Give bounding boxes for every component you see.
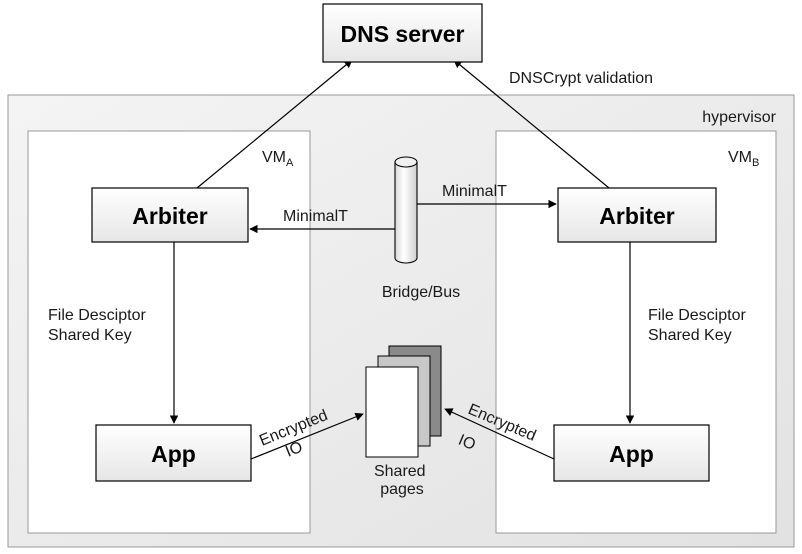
hypervisor-label: hypervisor [702, 109, 776, 126]
arbiter-b-box [557, 187, 717, 243]
arrow-app-b-to-shared-pages [444, 408, 555, 460]
dns-server-box [322, 3, 483, 63]
app-b-label: App [609, 441, 654, 467]
dns-server-label: DNS server [340, 21, 464, 47]
fd-key-a-label: File Desciptor Shared Key [48, 307, 150, 344]
arbiter-a-label: Arbiter [132, 203, 207, 229]
bridge-bus-cylinder [394, 156, 418, 264]
vm-a-label: VMA [262, 149, 294, 169]
shared-pages-label: Shared pages [374, 463, 430, 498]
bridge-bus-label: Bridge/Bus [382, 284, 460, 301]
arrow-arbiter-a-to-dns [196, 59, 353, 189]
arbiter-a-box [91, 187, 249, 243]
arbiter-b-label: Arbiter [599, 203, 674, 229]
vm-b-label: VMB [728, 149, 759, 169]
minimalt-a-label: MinimalT [283, 208, 348, 225]
minimalt-b-label: MinimalT [442, 183, 507, 200]
fd-key-b-label: File Desciptor Shared Key [648, 307, 750, 344]
dnscrypt-label: DNSCrypt validation [509, 70, 653, 87]
app-a-label: App [151, 441, 196, 467]
app-b-box [553, 424, 710, 482]
arrow-app-a-to-shared-pages [250, 412, 364, 460]
shared-pages-stack [365, 345, 442, 458]
app-a-box [95, 424, 252, 482]
arrow-arbiter-b-to-dns [453, 59, 610, 189]
